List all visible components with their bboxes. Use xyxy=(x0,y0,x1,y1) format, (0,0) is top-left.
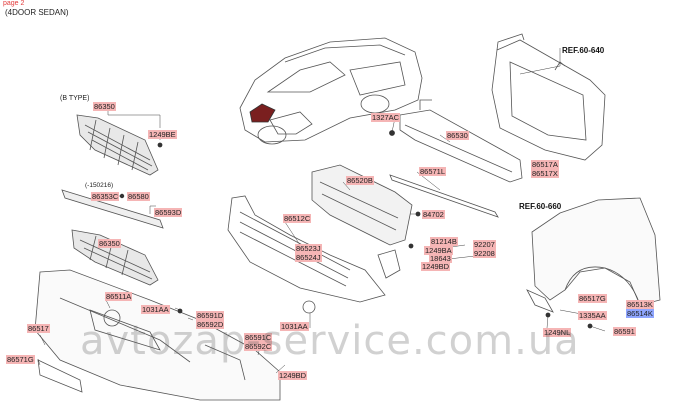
part-label-92207[interactable]: 92207 xyxy=(473,240,496,249)
part-label-86591[interactable]: 86591 xyxy=(613,327,636,336)
part-label-81214b[interactable]: 81214B xyxy=(430,237,458,246)
upper-grille-btype-drawing xyxy=(76,114,159,176)
part-label-84702[interactable]: 84702 xyxy=(422,210,445,219)
part-label-86530[interactable]: 86530 xyxy=(446,131,469,140)
part-label-86517x[interactable]: 86517X xyxy=(531,169,559,178)
part-label-86350[interactable]: 86350 xyxy=(98,239,121,248)
part-label-1249bd-bottom[interactable]: 1249BD xyxy=(278,371,308,380)
part-label-86517[interactable]: 86517 xyxy=(27,324,50,333)
bumper-beam-drawing xyxy=(399,99,523,183)
part-label-86514k[interactable]: 86514K xyxy=(626,309,654,318)
part-label-1249nl[interactable]: 1249NL xyxy=(543,328,572,337)
grille-trim-drawing xyxy=(61,189,164,229)
date-note: (-150216) xyxy=(85,182,114,189)
part-label-18643[interactable]: 18643 xyxy=(429,254,452,263)
model-label: (4DOOR SEDAN) xyxy=(5,8,69,17)
ref-label-60-640[interactable]: REF.60-640 xyxy=(562,46,605,55)
lower-grille-drawing xyxy=(227,195,386,303)
part-label-1335aa[interactable]: 1335AA xyxy=(578,311,607,320)
part-label-86511a[interactable]: 86511A xyxy=(105,292,133,301)
reinforcement-rod xyxy=(389,174,499,218)
fog-lamp-drawing xyxy=(302,249,401,314)
part-label-86592c[interactable]: 86592C xyxy=(244,342,273,351)
b-type-note: (B TYPE) xyxy=(60,95,90,102)
upper-grille-drawing xyxy=(71,229,159,286)
part-label-86520b[interactable]: 86520B xyxy=(346,176,374,185)
part-label-86353c[interactable]: 86353C xyxy=(91,192,120,201)
part-label-86524j[interactable]: 86524J xyxy=(295,253,322,262)
part-label-86591c[interactable]: 86591C xyxy=(244,333,273,342)
part-label-92208[interactable]: 92208 xyxy=(473,249,496,258)
sedan-drawing xyxy=(239,37,423,145)
fender-drawing xyxy=(531,197,661,306)
part-label-1031aa-left[interactable]: 1031AA xyxy=(141,305,170,314)
part-label-86571g[interactable]: 86571G xyxy=(6,355,35,364)
part-label-1031aa-center[interactable]: 1031AA xyxy=(280,322,309,331)
part-label-86512c[interactable]: 86512C xyxy=(283,214,312,223)
part-label-86580[interactable]: 86580 xyxy=(127,192,150,201)
part-label-86571l[interactable]: 86571L xyxy=(419,167,447,176)
part-label-1249be[interactable]: 1249BE xyxy=(148,130,177,139)
page-tag: page 2 xyxy=(3,0,25,7)
part-label-86593d[interactable]: 86593D xyxy=(154,208,183,217)
energy-absorber-drawing xyxy=(311,164,413,246)
fender-bracket-drawing xyxy=(526,289,554,313)
ref-label-60-660[interactable]: REF.60-660 xyxy=(519,202,562,211)
front-bumper-drawing xyxy=(34,269,281,401)
watermark: avtozap-service.com.ua xyxy=(80,318,580,364)
part-label-1249bd-right[interactable]: 1249BD xyxy=(421,262,451,271)
part-label-86591d[interactable]: 86591D xyxy=(196,311,225,320)
part-label-86517a[interactable]: 86517A xyxy=(531,160,559,169)
part-label-86350-btype[interactable]: 86350 xyxy=(93,102,116,111)
part-label-1249ba[interactable]: 1249BA xyxy=(424,246,453,255)
part-label-1327ac[interactable]: 1327AC xyxy=(371,113,401,122)
part-label-86523j[interactable]: 86523J xyxy=(295,244,322,253)
part-label-86592d[interactable]: 86592D xyxy=(196,320,225,329)
part-label-86513k[interactable]: 86513K xyxy=(626,300,654,309)
part-label-86517g[interactable]: 86517G xyxy=(578,294,607,303)
